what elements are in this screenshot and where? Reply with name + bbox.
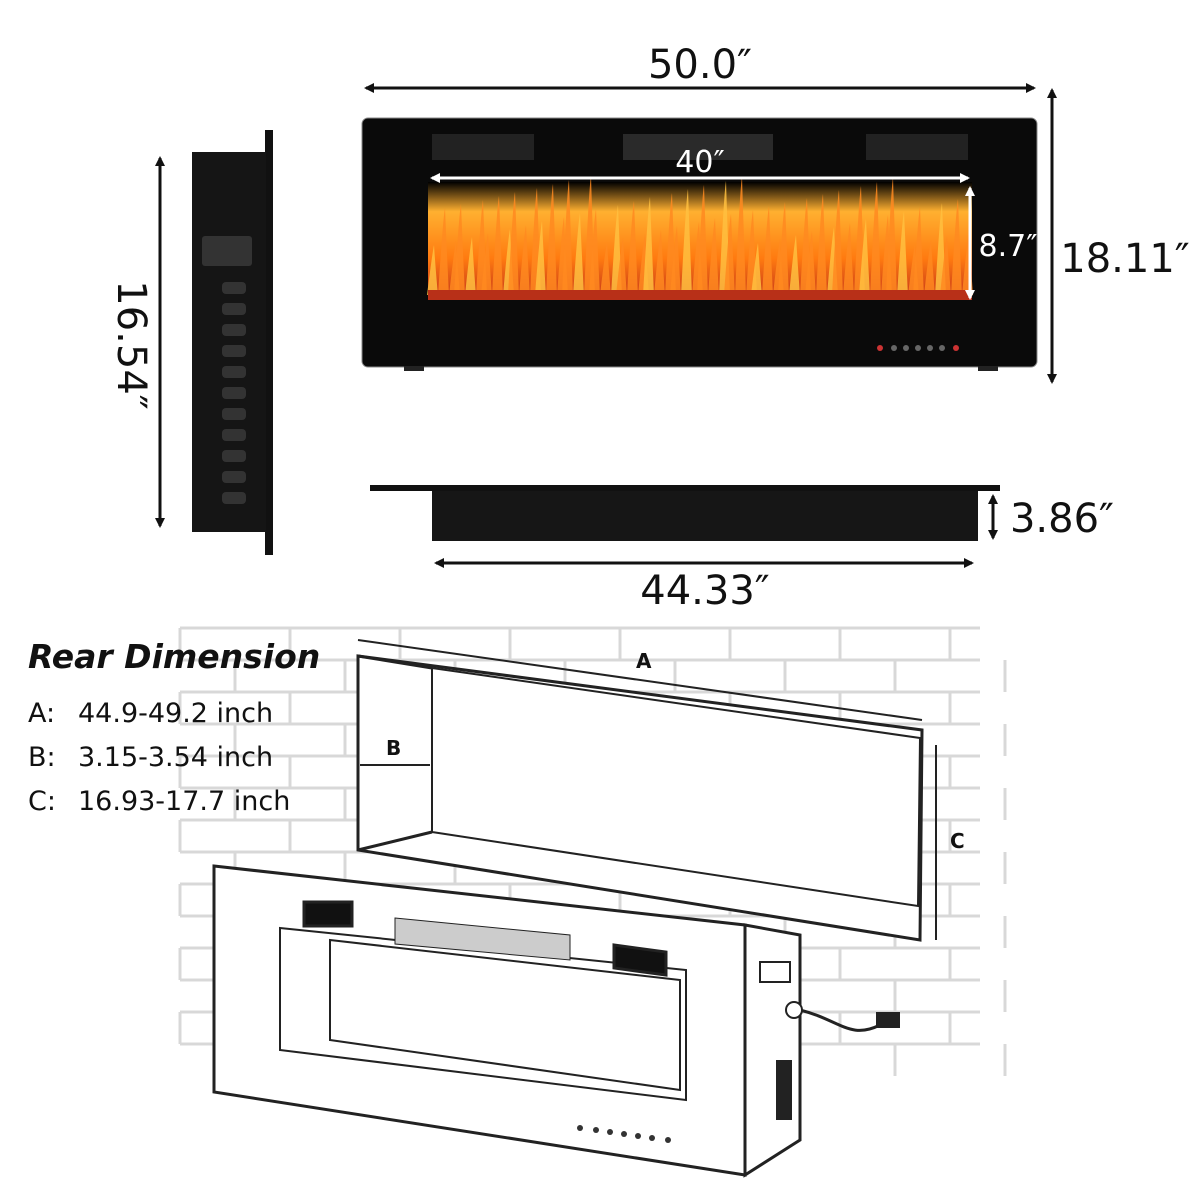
flame-tongue (789, 235, 800, 295)
flame-tongue (438, 208, 449, 295)
flame-tongue (778, 202, 789, 295)
overall-width-label: 50.0″ (648, 42, 752, 88)
flame-tongue (627, 201, 638, 295)
body-width-label: 44.33″ (640, 568, 769, 614)
flame-tongue (519, 225, 530, 295)
flame-tongue (546, 184, 557, 295)
louver-slot (222, 303, 246, 315)
overall-height-label: 18.11″ (1060, 236, 1189, 282)
louver-slot (222, 387, 246, 399)
flame-tongue (870, 182, 881, 295)
flame-tongue (481, 233, 492, 295)
flame-tongue (924, 240, 935, 295)
flame-tongue (735, 177, 746, 295)
louver-slot (222, 282, 246, 294)
ember-bed (428, 290, 972, 300)
flame-tongue (724, 214, 735, 295)
flame-tongue (751, 243, 762, 295)
flame-tongue (708, 218, 719, 295)
viewing-width-label: 40″ (675, 145, 724, 180)
flame-tongue (535, 221, 546, 295)
fireplace-line-drawing (212, 864, 900, 1178)
label-c: C (950, 829, 965, 853)
flame-tongue (427, 245, 438, 295)
flame-tongue (816, 194, 827, 295)
louver-slot (222, 492, 246, 504)
top-view: 3.86″ 44.33″ (370, 485, 1114, 614)
side-louvers (222, 282, 246, 504)
side-view: 16.54″ (108, 130, 273, 555)
flame-tongue (492, 196, 503, 295)
side-height-label: 16.54″ (108, 280, 154, 409)
flame-tongue (643, 197, 654, 295)
rear-dimension-list: A: 44.9-49.2 inch B: 3.15-3.54 inch C: 1… (28, 698, 290, 817)
louver-slot (222, 345, 246, 357)
louver-slot (222, 366, 246, 378)
vent-right (866, 134, 968, 160)
flames (427, 176, 973, 295)
flame-tongue (697, 185, 708, 295)
flame-tongue (843, 223, 854, 295)
rear-value-b: 3.15-3.54 inch (78, 742, 273, 773)
flame-tongue (508, 192, 519, 295)
flame-tongue (562, 180, 573, 295)
flame-tongue (681, 189, 692, 295)
label-a: A (636, 649, 652, 673)
rear-key-a: A: (28, 698, 55, 729)
viewing-height-label: 8.7″ (979, 229, 1038, 264)
flame-tongue (616, 238, 627, 295)
flame-tongue (805, 231, 816, 295)
vent-center (623, 134, 773, 160)
rear-key-c: C: (28, 786, 56, 817)
control-panel (877, 345, 959, 351)
louver-slot (222, 450, 246, 462)
rear-key-b: B: (28, 742, 56, 773)
flame-tongue (465, 237, 476, 295)
side-handle (202, 236, 252, 266)
rear-dimension-title: Rear Dimension (28, 637, 320, 676)
dimension-a-line (357, 639, 923, 721)
flame-tongue (832, 190, 843, 295)
louver-slot (222, 429, 246, 441)
depth-label: 3.86″ (1010, 496, 1114, 542)
flame-tongue (762, 206, 773, 295)
wall-recess (356, 654, 924, 942)
rear-dimension-section: A B C Rear Dimension A: 44.9-49.2 inch B… (28, 626, 1007, 1178)
flame-tongue (897, 211, 908, 295)
flame-tongue (859, 219, 870, 295)
flame-tongue (573, 213, 584, 295)
rear-value-a: 44.9-49.2 inch (78, 698, 273, 729)
top-body (432, 491, 978, 541)
flame-tongue (589, 209, 600, 295)
flame-tongue (654, 230, 665, 295)
louver-slot (222, 324, 246, 336)
louver-slot (222, 408, 246, 420)
label-b: B (386, 736, 401, 760)
top-plate (370, 485, 1000, 491)
flame-tongue (454, 204, 465, 295)
side-body (192, 152, 266, 532)
flame-tongue (886, 178, 897, 295)
flame-tongue (913, 207, 924, 295)
louver-slot (222, 471, 246, 483)
flame-tongue (940, 236, 951, 295)
flame-tongue (951, 199, 962, 295)
rear-value-c: 16.93-17.7 inch (78, 786, 290, 817)
flame-tongue (600, 242, 611, 295)
front-view: 50.0″ 40″ 8.7″ 18.11″ (361, 42, 1190, 384)
wall-bracket (265, 130, 273, 555)
vent-left (432, 134, 534, 160)
flame-tongue (670, 226, 681, 295)
